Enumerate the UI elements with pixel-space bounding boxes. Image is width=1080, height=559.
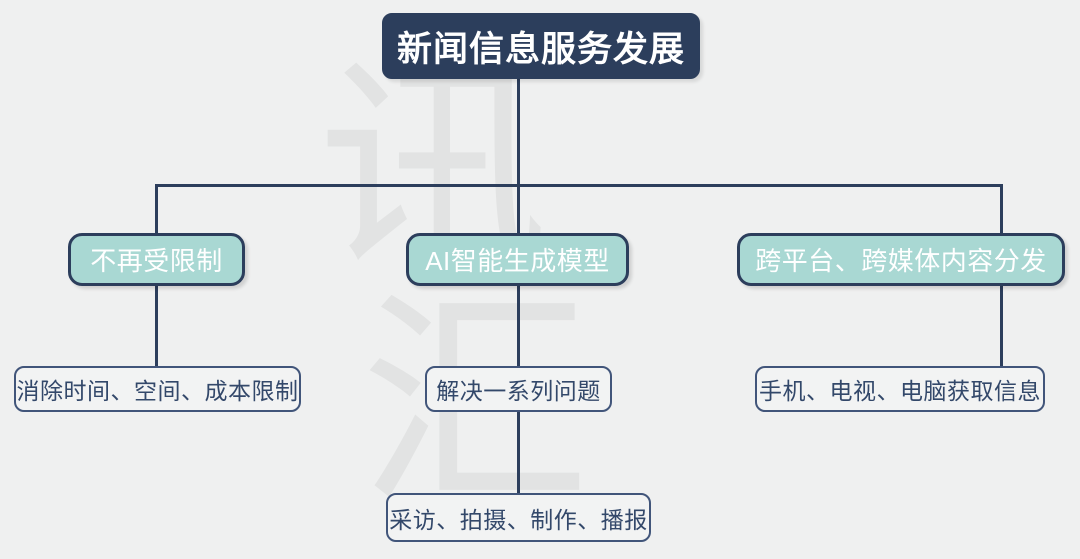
connector-root-stem	[517, 78, 520, 186]
node-leaf-2-1[interactable]: 解决一系列问题	[425, 366, 612, 412]
connector-bus-to-branch-2	[517, 184, 520, 236]
connector-branch-2-to-leaf-1	[517, 284, 520, 368]
connector-bus-to-branch-3	[1000, 184, 1003, 236]
connector-main-bus	[155, 184, 1003, 187]
node-branch-2[interactable]: AI智能生成模型	[406, 233, 629, 286]
node-root[interactable]: 新闻信息服务发展	[382, 13, 700, 79]
node-leaf-1-1[interactable]: 消除时间、空间、成本限制	[14, 366, 301, 412]
node-leaf-3-1[interactable]: 手机、电视、电脑获取信息	[755, 366, 1045, 412]
node-branch-3[interactable]: 跨平台、跨媒体内容分发	[737, 233, 1065, 286]
connector-branch-3-to-leaf-1	[1000, 284, 1003, 368]
connector-branch-1-to-leaf-1	[155, 284, 158, 368]
node-leaf-2-2[interactable]: 采访、拍摄、制作、播报	[386, 493, 651, 542]
node-branch-1[interactable]: 不再受限制	[68, 233, 245, 286]
connector-leaf-1-to-leaf-2	[517, 410, 520, 494]
connector-bus-to-branch-1	[155, 184, 158, 236]
